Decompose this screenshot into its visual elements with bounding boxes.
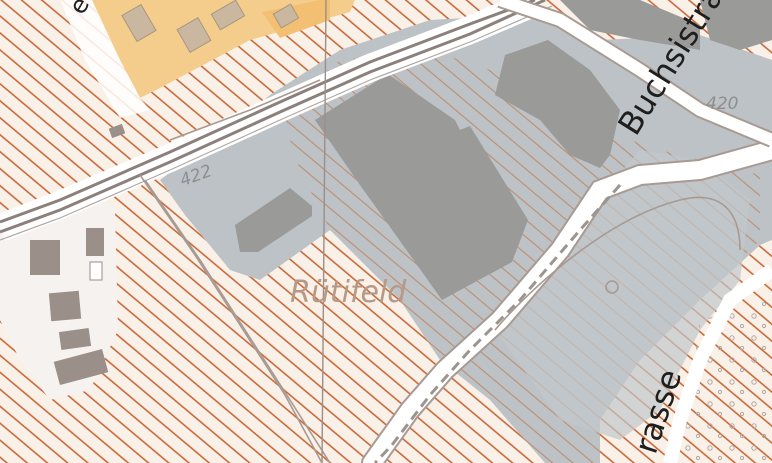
upper-road <box>497 0 772 148</box>
industrial-buildings <box>235 0 772 300</box>
small-buildings <box>30 228 109 386</box>
railway <box>0 0 553 242</box>
buchsistrasse-road <box>361 139 772 463</box>
place-label-rutifeld: Rütifeld <box>290 275 407 310</box>
field-paths <box>139 79 741 463</box>
right-road <box>663 264 772 463</box>
field-symbol <box>108 123 126 139</box>
residential-buildings <box>121 0 300 53</box>
boundary-line <box>321 0 327 463</box>
elevation-label-420: 420 <box>706 94 739 114</box>
white-strip <box>60 0 150 118</box>
sports-area <box>495 150 750 440</box>
